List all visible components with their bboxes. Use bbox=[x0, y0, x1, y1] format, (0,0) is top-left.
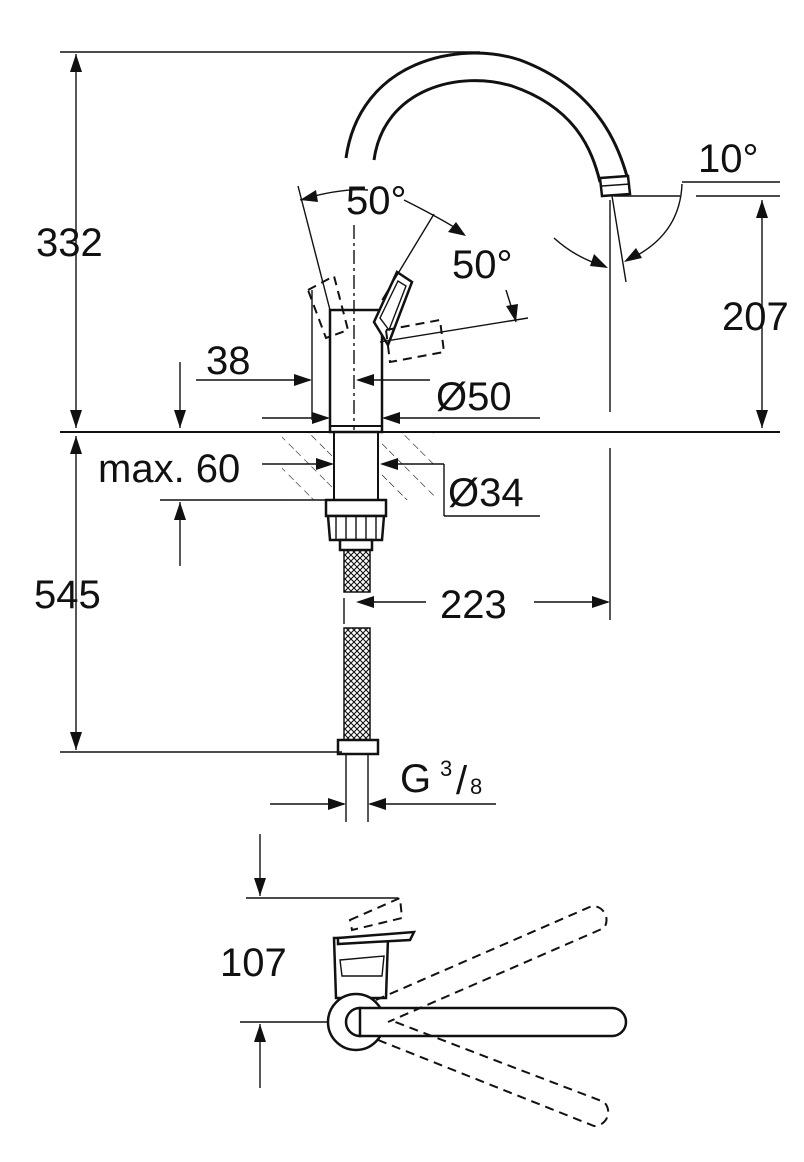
spout-aerator bbox=[598, 174, 632, 198]
top-handle-solid bbox=[358, 1006, 628, 1038]
counter-hole bbox=[332, 432, 380, 500]
angle-lever-forward: 50° bbox=[452, 243, 513, 287]
angle-spout-tilt: 10° bbox=[698, 137, 759, 181]
lever-back-dashed bbox=[306, 274, 350, 340]
dim-thread-denominator: 8 bbox=[470, 774, 482, 799]
lever-forward-dashed bbox=[384, 318, 446, 364]
dim-thread: G bbox=[400, 757, 431, 801]
spout-inner bbox=[372, 79, 602, 183]
dim-below-counter: 545 bbox=[34, 573, 101, 617]
dim-base-diameter: Ø50 bbox=[436, 375, 512, 419]
faucet-column bbox=[328, 308, 384, 434]
angle-lever-back: 50° bbox=[346, 179, 407, 223]
dim-hole-diameter: Ø34 bbox=[448, 471, 524, 515]
dim-lever-height: 107 bbox=[220, 941, 287, 985]
mounting-nut bbox=[324, 498, 388, 518]
hose-upper bbox=[343, 549, 371, 593]
connection-assembly bbox=[324, 498, 388, 822]
dim-thread-numerator: 3 bbox=[440, 756, 452, 781]
top-view bbox=[240, 834, 628, 1128]
dim-total-height: 332 bbox=[36, 221, 103, 265]
dim-lines bbox=[60, 51, 780, 810]
dim-projection: 223 bbox=[440, 583, 507, 627]
faucet-body bbox=[306, 225, 529, 434]
hose-lower bbox=[343, 627, 371, 741]
top-handle-dashed-up bbox=[375, 904, 608, 1023]
spout-outer bbox=[344, 51, 630, 181]
spout bbox=[344, 51, 680, 412]
hose-fitting bbox=[336, 738, 380, 756]
top-body bbox=[332, 936, 390, 1000]
counter-top bbox=[60, 431, 780, 500]
dim-spout-height: 207 bbox=[722, 295, 789, 339]
dim-thread-slash: / bbox=[456, 759, 468, 803]
dim-max-counter: max. 60 bbox=[98, 447, 240, 491]
dim-base-width: 38 bbox=[206, 339, 251, 383]
